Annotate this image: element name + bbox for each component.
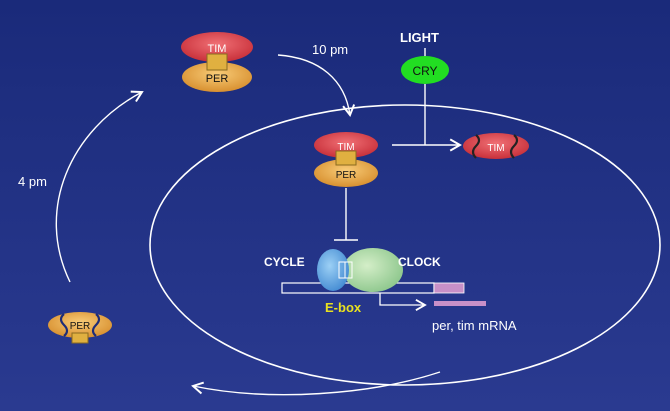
time-10pm-label: 10 pm	[312, 42, 348, 57]
cycle-label: CYCLE	[264, 255, 305, 269]
mrna-strand	[434, 301, 486, 306]
cycle-arrow-bottom	[191, 371, 441, 396]
per-protein	[48, 312, 112, 338]
binding-block	[206, 53, 228, 71]
cycle-arrow-up	[55, 90, 144, 283]
tim-label: TIM	[337, 142, 354, 153]
transcription-arrow	[379, 293, 427, 311]
cry-label: CRY	[412, 64, 437, 78]
tim-protein	[314, 132, 378, 158]
tim-protein	[181, 32, 253, 62]
ebox-label: E-box	[325, 300, 362, 315]
binding-block	[335, 150, 357, 166]
per-label: PER	[70, 321, 91, 332]
degradation-mark-left	[471, 134, 481, 159]
per-mark-right	[91, 313, 101, 337]
tim-label: TIM	[208, 43, 227, 55]
per-protein	[182, 62, 252, 92]
per-label: PER	[206, 73, 229, 85]
binding-block	[71, 332, 89, 344]
tim-label: TIM	[487, 143, 504, 154]
nucleus-membrane	[149, 104, 661, 386]
per-mark-left	[59, 313, 69, 337]
light-label: LIGHT	[400, 30, 439, 45]
clock-protein	[343, 248, 403, 292]
per-protein	[314, 159, 378, 187]
per-monomer: PER	[48, 312, 112, 344]
degradation-mark-right	[509, 134, 519, 159]
per-label: PER	[336, 170, 357, 181]
cycle-clock-complex	[317, 248, 403, 292]
tim-per-complex-nucleus: TIM PER	[314, 132, 378, 187]
mrna-label: per, tim mRNA	[432, 318, 517, 333]
tim-per-complex-cytoplasm: TIM PER	[181, 32, 253, 92]
nuclear-entry-arrow	[277, 54, 356, 117]
tim-degraded: TIM	[463, 133, 529, 159]
gene-region	[433, 282, 465, 294]
time-4pm-label: 4 pm	[18, 174, 47, 189]
cycle-protein	[317, 249, 349, 291]
clock-label: CLOCK	[398, 255, 441, 269]
cry-protein	[401, 56, 449, 84]
